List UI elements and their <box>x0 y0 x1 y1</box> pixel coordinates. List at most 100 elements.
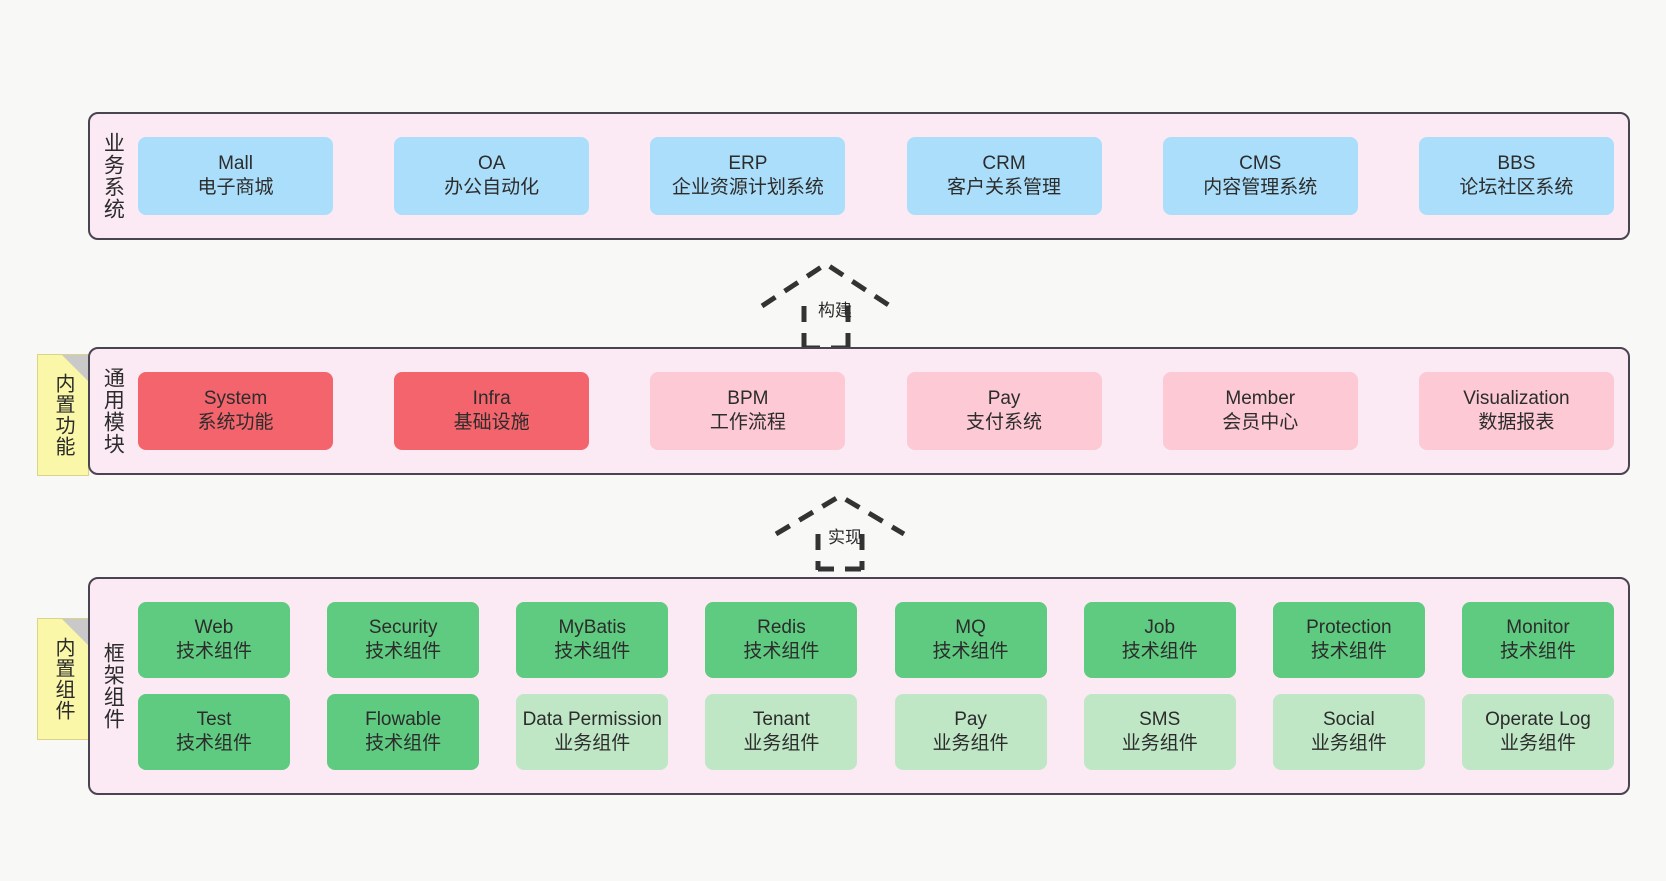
node-title: Pay <box>987 387 1021 409</box>
layer-title-business-system: 业务系统 <box>101 132 125 220</box>
node-web[interactable]: Web 技术组件 <box>138 602 290 678</box>
node-subtitle: 会员中心 <box>1222 412 1299 433</box>
layer-business-system: 业务系统 Mall 电子商城 OA 办公自动化 ERP 企业资源计划系统 CRM… <box>88 112 1630 240</box>
node-title: Job <box>1144 616 1176 638</box>
node-security[interactable]: Security 技术组件 <box>327 602 480 678</box>
node-subtitle: 数据报表 <box>1478 412 1555 433</box>
node-title: Monitor <box>1506 616 1570 638</box>
node-subtitle: 业务组件 <box>1121 733 1198 754</box>
node-crm[interactable]: CRM 客户关系管理 <box>906 137 1102 215</box>
layer-row: System 系统功能 Infra 基础设施 BPM 工作流程 Pay 支付系统… <box>138 372 1614 450</box>
node-erp[interactable]: ERP 企业资源计划系统 <box>650 137 846 215</box>
node-title: Social <box>1322 708 1375 730</box>
node-pay[interactable]: Pay 支付系统 <box>906 372 1102 450</box>
node-title: MyBatis <box>558 616 627 638</box>
node-title: Flowable <box>365 708 442 730</box>
layer-body-business-system: Mall 电子商城 OA 办公自动化 ERP 企业资源计划系统 CRM 客户关系… <box>134 114 1628 238</box>
node-job[interactable]: Job 技术组件 <box>1083 602 1236 678</box>
node-bpm[interactable]: BPM 工作流程 <box>650 372 846 450</box>
node-title: MQ <box>955 616 986 638</box>
note-label: 内置组件 <box>52 637 74 721</box>
node-subtitle: 客户关系管理 <box>947 177 1062 198</box>
node-title: Infra <box>472 387 511 409</box>
node-title: Test <box>196 708 232 730</box>
node-subtitle: 技术组件 <box>365 641 442 662</box>
node-mq[interactable]: MQ 技术组件 <box>894 602 1047 678</box>
layer-title-common-module: 通用模块 <box>101 367 125 455</box>
note-fold-corner-icon <box>62 355 88 381</box>
layer-row: Web 技术组件 Security 技术组件 MyBatis 技术组件 Redi… <box>138 602 1614 678</box>
node-title: ERP <box>728 152 768 174</box>
node-subtitle: 技术组件 <box>743 641 820 662</box>
layer-row: Mall 电子商城 OA 办公自动化 ERP 企业资源计划系统 CRM 客户关系… <box>138 137 1614 215</box>
node-title: Data Permission <box>522 708 662 730</box>
note-fold-corner-icon <box>62 619 88 645</box>
node-tenant[interactable]: Tenant 业务组件 <box>705 694 858 770</box>
layer-common-module: 通用模块 System 系统功能 Infra 基础设施 BPM 工作流程 Pay… <box>88 347 1630 475</box>
node-infra[interactable]: Infra 基础设施 <box>394 372 590 450</box>
arrow-implement-glyph <box>774 493 906 572</box>
node-title: CRM <box>982 152 1026 174</box>
node-title: Tenant <box>752 708 810 730</box>
node-subtitle: 技术组件 <box>175 641 252 662</box>
node-test[interactable]: Test 技术组件 <box>138 694 290 770</box>
node-operate-log[interactable]: Operate Log 业务组件 <box>1461 694 1614 770</box>
node-oa[interactable]: OA 办公自动化 <box>394 137 590 215</box>
node-visualization[interactable]: Visualization 数据报表 <box>1418 372 1614 450</box>
note-label: 内置功能 <box>52 373 74 457</box>
node-title: Protection <box>1306 616 1392 638</box>
layer-framework-component: 框架组件 Web 技术组件 Security 技术组件 MyBatis 技术组件… <box>88 577 1630 795</box>
node-title: BPM <box>727 387 769 409</box>
node-subtitle: 技术组件 <box>1310 641 1387 662</box>
node-system[interactable]: System 系统功能 <box>138 372 333 450</box>
node-subtitle: 工作流程 <box>709 412 786 433</box>
node-mybatis[interactable]: MyBatis 技术组件 <box>516 602 669 678</box>
node-redis[interactable]: Redis 技术组件 <box>705 602 858 678</box>
note-builtin-component: 内置组件 <box>37 618 89 740</box>
node-subtitle: 技术组件 <box>1121 641 1198 662</box>
node-flowable[interactable]: Flowable 技术组件 <box>327 694 480 770</box>
node-title: Pay <box>954 708 987 730</box>
node-social[interactable]: Social 业务组件 <box>1272 694 1425 770</box>
node-subtitle: 业务组件 <box>932 733 1009 754</box>
arrow-implement: 实现 <box>770 490 920 572</box>
node-protection[interactable]: Protection 技术组件 <box>1272 602 1425 678</box>
node-subtitle: 业务组件 <box>743 733 820 754</box>
node-subtitle: 技术组件 <box>1499 641 1576 662</box>
node-member[interactable]: Member 会员中心 <box>1162 372 1358 450</box>
layer-body-framework-component: Web 技术组件 Security 技术组件 MyBatis 技术组件 Redi… <box>134 579 1628 793</box>
node-subtitle: 业务组件 <box>1499 733 1576 754</box>
node-title: Redis <box>757 616 806 638</box>
node-title: Mall <box>218 152 253 174</box>
node-subtitle: 业务组件 <box>554 733 631 754</box>
node-subtitle: 企业资源计划系统 <box>671 177 824 198</box>
node-subtitle: 基础设施 <box>453 412 530 433</box>
node-subtitle: 技术组件 <box>932 641 1009 662</box>
node-title: System <box>203 387 268 409</box>
node-subtitle: 技术组件 <box>365 733 442 754</box>
node-title: OA <box>477 152 506 174</box>
node-subtitle: 办公自动化 <box>444 177 540 198</box>
layer-body-common-module: System 系统功能 Infra 基础设施 BPM 工作流程 Pay 支付系统… <box>134 349 1628 473</box>
node-data-permission[interactable]: Data Permission 业务组件 <box>516 694 669 770</box>
node-bbs[interactable]: BBS 论坛社区系统 <box>1418 137 1614 215</box>
node-title: Visualization <box>1463 387 1570 409</box>
node-mall[interactable]: Mall 电子商城 <box>138 137 333 215</box>
node-cms[interactable]: CMS 内容管理系统 <box>1162 137 1358 215</box>
node-monitor[interactable]: Monitor 技术组件 <box>1461 602 1614 678</box>
node-title: Web <box>194 616 234 638</box>
node-subtitle: 论坛社区系统 <box>1459 177 1574 198</box>
layer-title-framework-component: 框架组件 <box>101 642 125 730</box>
node-sms[interactable]: SMS 业务组件 <box>1083 694 1236 770</box>
node-title: Member <box>1225 387 1296 409</box>
node-subtitle: 内容管理系统 <box>1203 177 1318 198</box>
node-title: CMS <box>1239 152 1282 174</box>
arrow-build-label: 构建 <box>818 301 852 320</box>
node-title: SMS <box>1139 708 1181 730</box>
layer-row: Test 技术组件 Flowable 技术组件 Data Permission … <box>138 694 1614 770</box>
node-pay-component[interactable]: Pay 业务组件 <box>894 694 1047 770</box>
node-title: BBS <box>1497 152 1536 174</box>
arrow-implement-label: 实现 <box>828 528 862 547</box>
node-subtitle: 技术组件 <box>554 641 631 662</box>
